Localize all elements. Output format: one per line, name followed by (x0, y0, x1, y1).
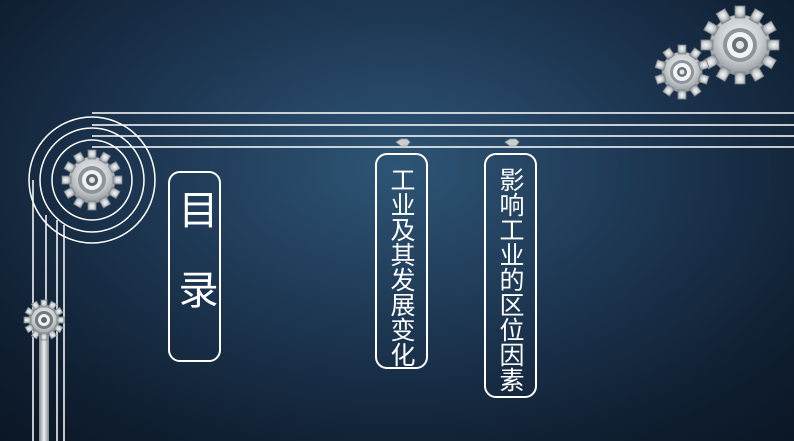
metal-post (39, 335, 49, 441)
toc-title-box: 目录 (168, 171, 221, 362)
topic-title: 影响工业的区位因素 (496, 167, 525, 392)
hex-bolt-icon (504, 138, 520, 147)
large-gear-icon (700, 5, 780, 85)
topic-card-location-factors[interactable]: 影响工业的区位因素 (484, 153, 537, 398)
small-gear-icon (654, 44, 710, 100)
topic-card-industry-development[interactable]: 工业及其发展变化 (375, 153, 428, 369)
chain-gear-icon (23, 299, 65, 341)
hex-bolt-icon (395, 138, 411, 147)
topic-title: 工业及其发展变化 (387, 167, 416, 367)
pulley-rings (28, 116, 156, 244)
toc-title: 目录 (171, 189, 218, 349)
pulley-gear-icon (61, 149, 123, 211)
